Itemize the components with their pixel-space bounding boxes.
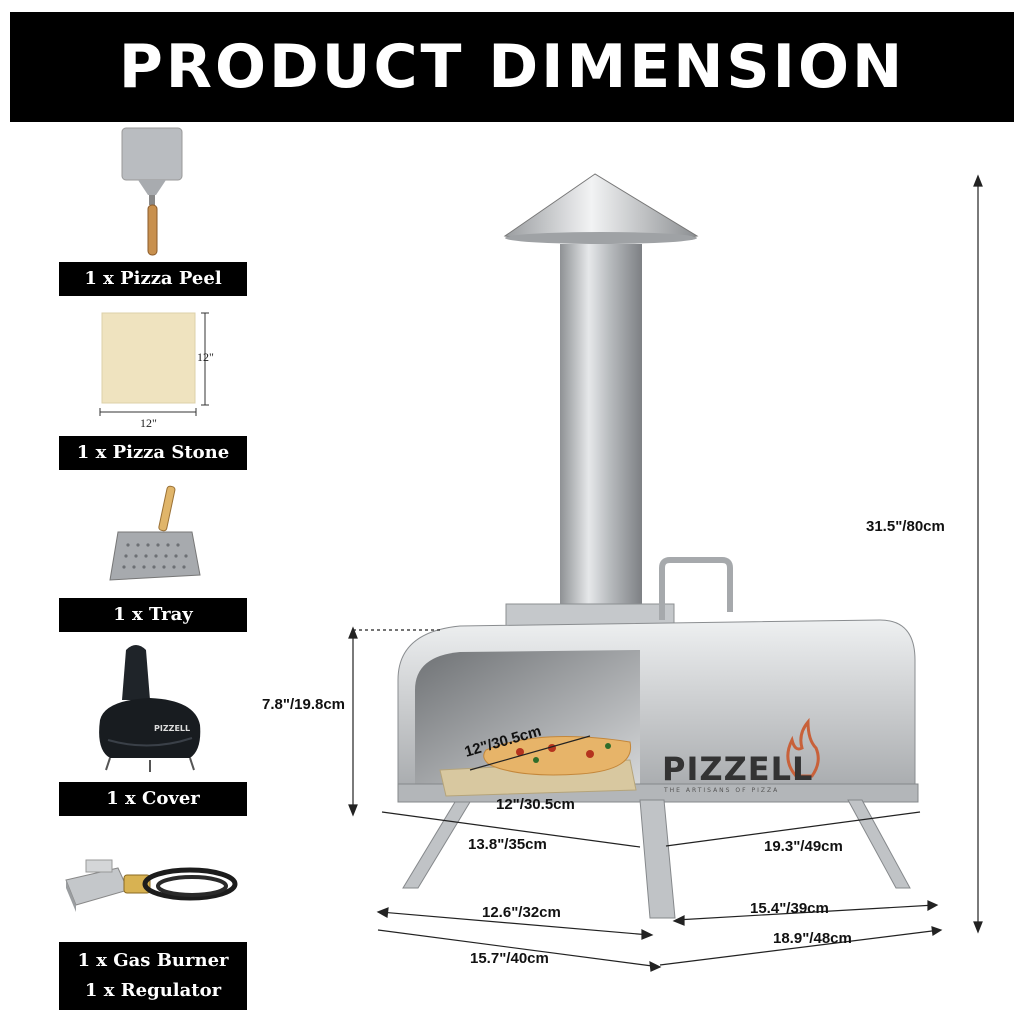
dim-stone-width: 12"/30.5cm <box>496 796 575 813</box>
cover-brand: PIZZELL <box>154 724 191 733</box>
dim-base-width: 15.7"/40cm <box>470 950 549 967</box>
dim-body-height: 7.8"/19.8cm <box>262 696 346 713</box>
dim-total-height: 31.5"/80cm <box>866 518 945 535</box>
gas-burner-image <box>65 859 238 912</box>
oven-tagline: THE ARTISANS OF PIZZA <box>664 787 780 794</box>
label-text: 1 x Tray <box>113 604 193 625</box>
cover-image <box>99 645 201 772</box>
label-gas-burner-regulator: 1 x Gas Burner 1 x Regulator <box>59 942 247 1010</box>
pizza-peel-image <box>121 127 183 256</box>
dim-base-depth: 18.9"/48cm <box>773 930 852 947</box>
oven-legs <box>402 799 911 919</box>
dim-front-width: 13.8"/35cm <box>468 836 547 853</box>
label-text-line1: 1 x Gas Burner <box>77 950 229 971</box>
oven-brand: PIZZELL <box>662 750 814 788</box>
label-text-line2: 1 x Regulator <box>84 980 222 1001</box>
chimney-pipe <box>560 244 642 610</box>
tray-image <box>109 485 201 581</box>
dim-side-depth: 19.3"/49cm <box>764 838 843 855</box>
dim-leg-depth: 15.4"/39cm <box>750 900 829 917</box>
label-tray: 1 x Tray <box>59 598 247 632</box>
flame-logo-icon <box>786 717 820 778</box>
dim-leg-width: 12.6"/32cm <box>482 904 561 921</box>
page-title: PRODUCT DIMENSION <box>118 32 906 102</box>
dimension-lines <box>348 174 983 972</box>
stone-width-label: 12" <box>140 416 157 430</box>
label-pizza-peel: 1 x Pizza Peel <box>59 262 247 296</box>
label-pizza-stone: 1 x Pizza Stone <box>59 436 247 470</box>
pizza-stone-image <box>99 312 209 416</box>
chimney-cap <box>503 173 699 244</box>
label-text: 1 x Pizza Stone <box>76 442 230 463</box>
label-text: 1 x Pizza Peel <box>84 268 222 289</box>
label-cover: 1 x Cover <box>59 782 247 816</box>
label-text: 1 x Cover <box>106 788 200 809</box>
stone-height-label: 12" <box>197 350 214 364</box>
oven-handle[interactable] <box>659 557 733 620</box>
oven-pizza <box>439 736 637 797</box>
header-banner: PRODUCT DIMENSION <box>10 12 1014 122</box>
